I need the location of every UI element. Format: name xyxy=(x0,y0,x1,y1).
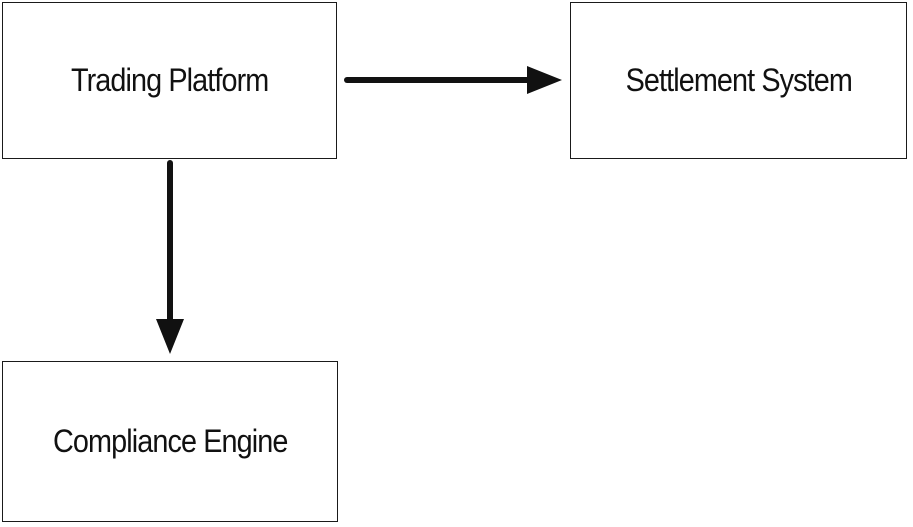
edge-trading-to-settlement xyxy=(344,66,562,94)
node-compliance-engine: Compliance Engine xyxy=(2,361,338,522)
arrowhead-down-icon xyxy=(156,319,184,354)
node-label: Settlement System xyxy=(625,62,852,98)
edge-trading-to-compliance xyxy=(156,160,184,354)
arrowhead-right-icon xyxy=(527,66,562,94)
node-label: Compliance Engine xyxy=(52,423,288,459)
node-label: Trading Platform xyxy=(70,62,269,98)
node-settlement-system: Settlement System xyxy=(570,2,907,159)
node-trading-platform: Trading Platform xyxy=(2,2,337,159)
